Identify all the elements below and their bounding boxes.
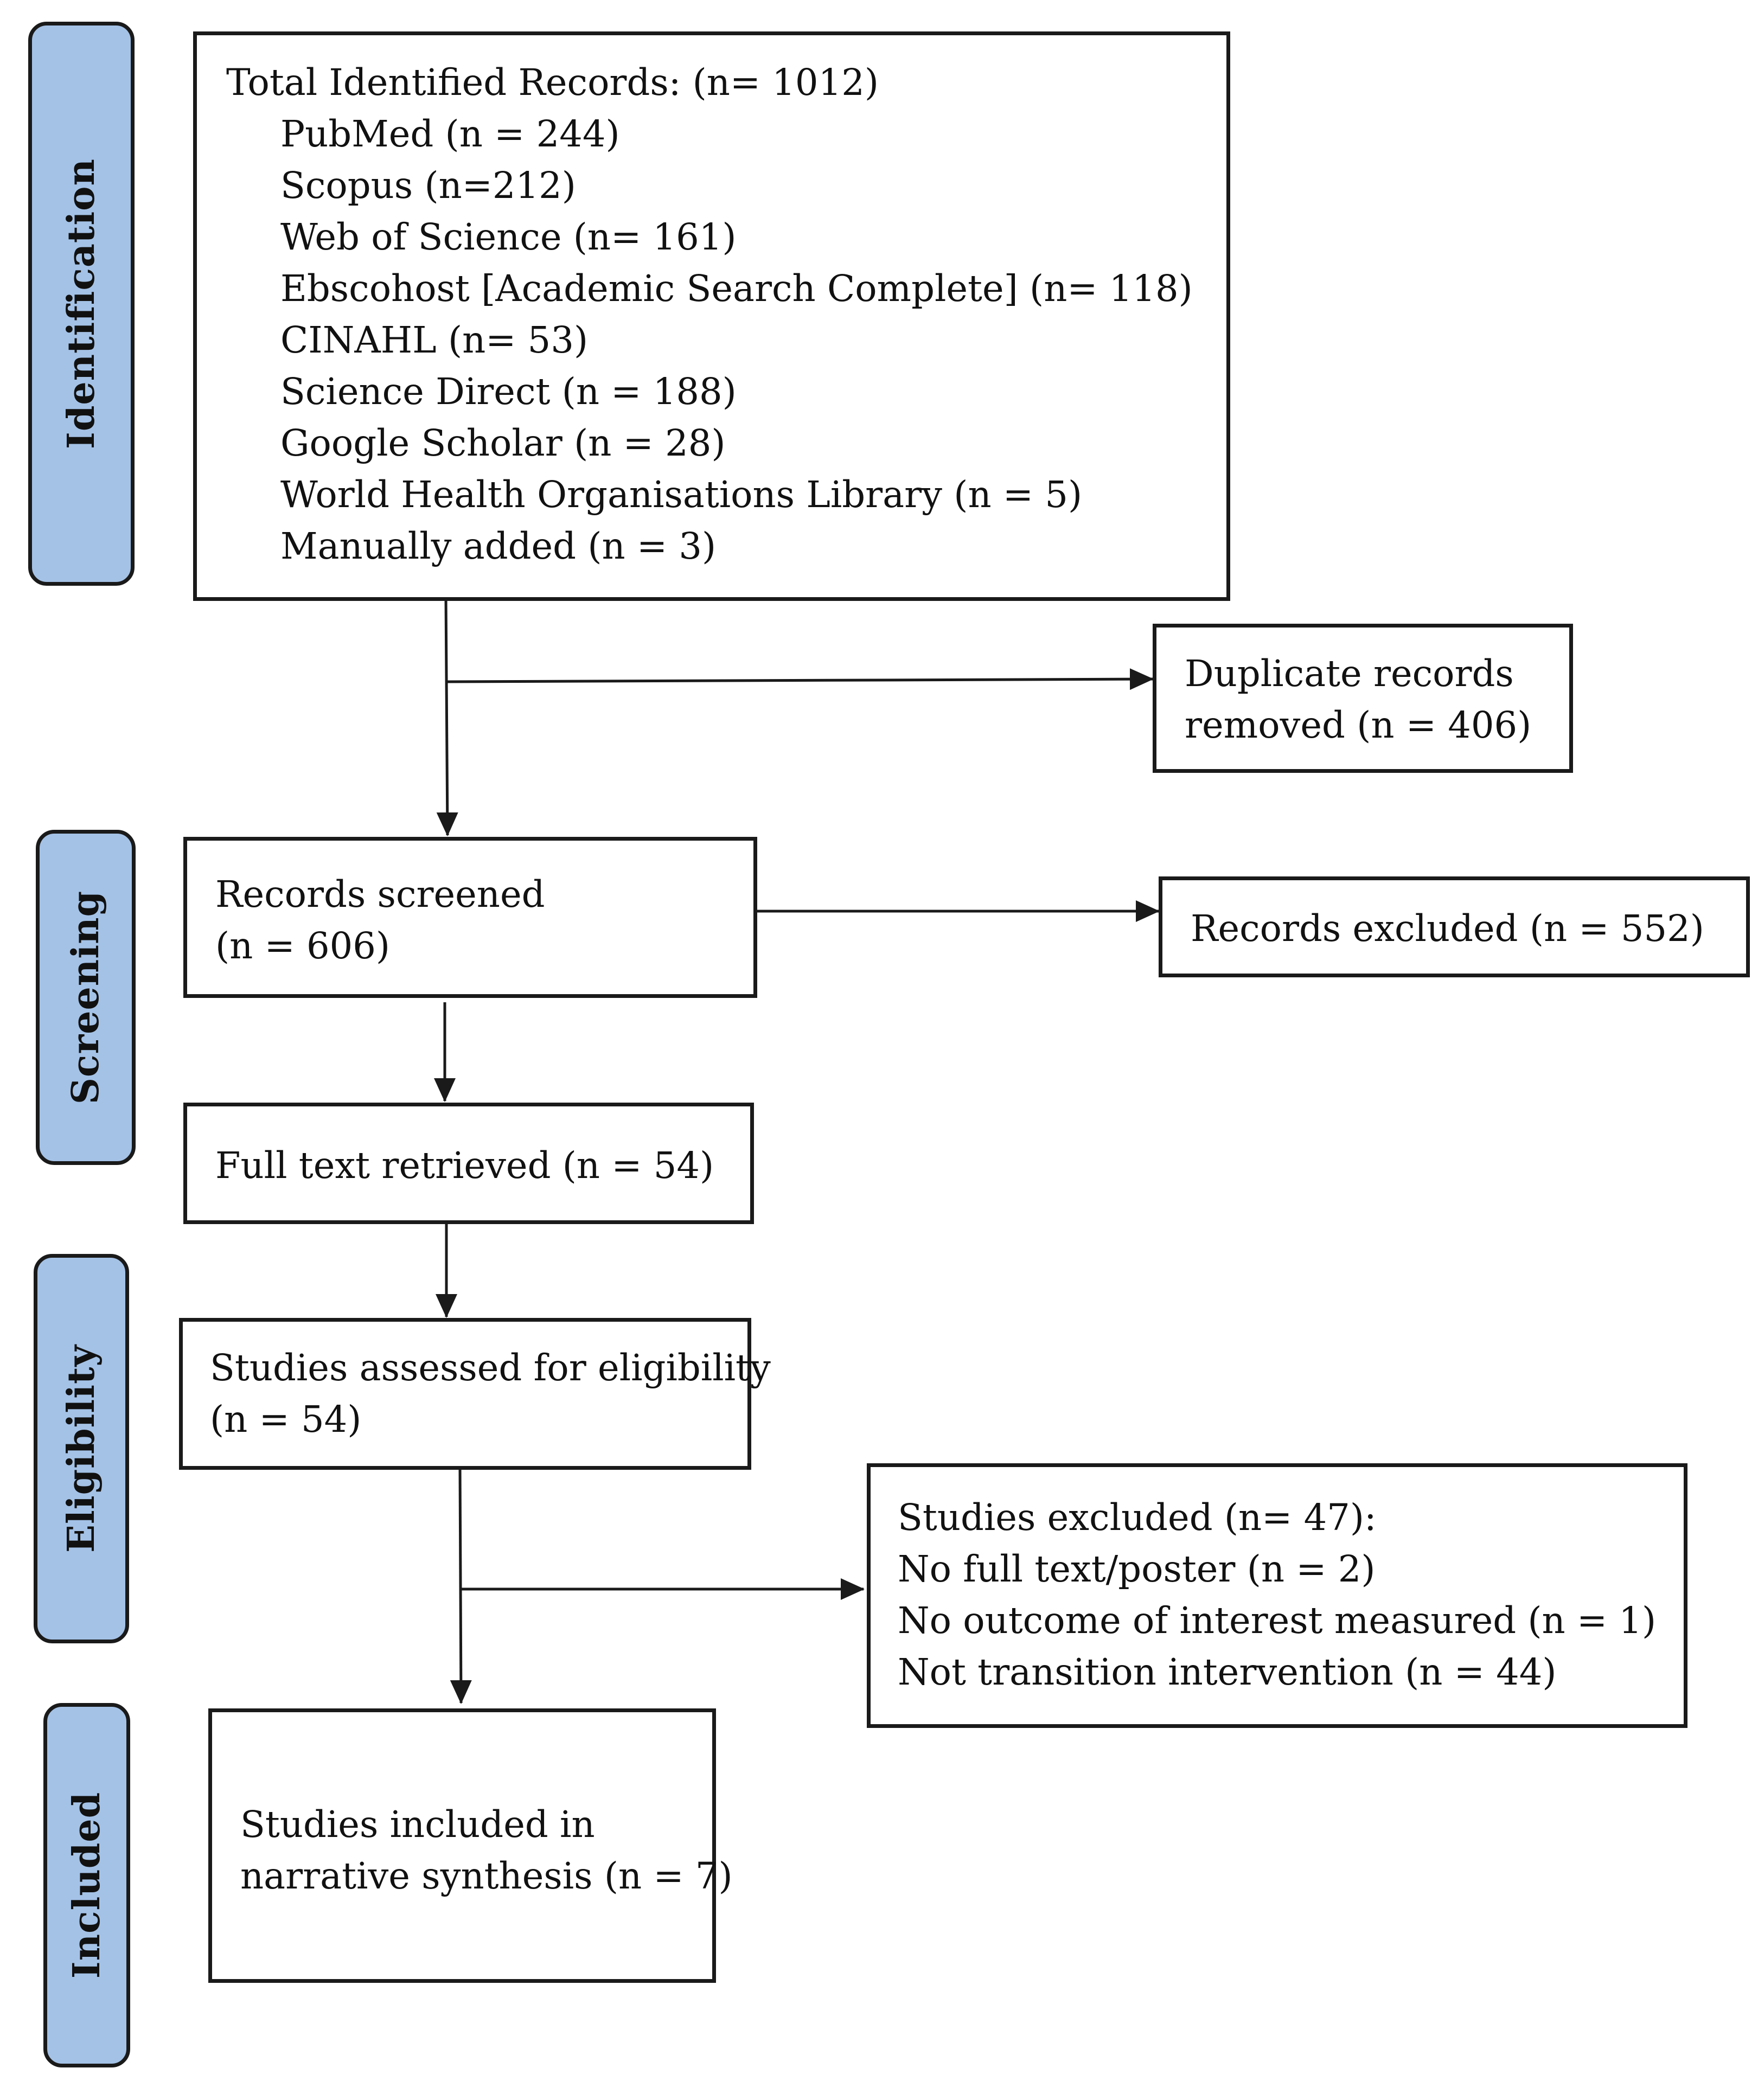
studies-excluded-title: Studies excluded (n= 47): (898, 1496, 1377, 1539)
source-item: Ebscohost [Academic Search Complete] (n=… (280, 267, 1193, 310)
arrow-identification-to-screened (436, 596, 458, 836)
exclusion-reason: Not transition intervention (n = 44) (898, 1651, 1557, 1693)
duplicates-removed-box: Duplicate records removed (n = 406) (1153, 624, 1573, 773)
stage-label-identification: Identification (60, 158, 103, 449)
stage-included: Included (43, 1703, 130, 2067)
fulltext-retrieved-box: Full text retrieved (n = 54) (183, 1103, 754, 1224)
arrow-to-duplicates (445, 668, 1154, 690)
included-box: Studies included in narrative synthesis … (208, 1708, 733, 1983)
exclusion-reason: No full text/poster (n = 2) (898, 1548, 1376, 1590)
records-screened-label: Records screened (215, 873, 545, 915)
source-item: PubMed (n = 244) (280, 113, 620, 155)
records-screened-box: Records screened (n = 606) (183, 837, 757, 998)
included-label: Studies included in (240, 1803, 595, 1846)
eligibility-box: Studies assessed for eligibility (n = 54… (179, 1318, 771, 1470)
fulltext-label: Full text retrieved (n = 54) (215, 1144, 714, 1187)
stage-eligibility: Eligibility (34, 1254, 129, 1643)
eligibility-label: Studies assessed for eligibility (210, 1347, 771, 1389)
eligibility-count: (n = 54) (210, 1398, 362, 1440)
duplicates-line: Duplicate records (1185, 652, 1514, 695)
records-excluded-label: Records excluded (n = 552) (1191, 907, 1704, 950)
total-records-label: Total Identified Records: (n= 1012) (226, 61, 879, 104)
source-item: Scopus (n=212) (280, 164, 576, 207)
records-screened-count: (n = 606) (215, 925, 391, 967)
duplicates-count: removed (n = 406) (1185, 704, 1532, 746)
exclusion-reason: No outcome of interest measured (n = 1) (898, 1599, 1657, 1642)
source-item: Science Direct (n = 188) (280, 370, 737, 413)
stage-label-included: Included (65, 1791, 108, 1979)
source-item: Web of Science (n= 161) (280, 216, 737, 258)
source-item: Manually added (n = 3) (280, 525, 717, 567)
included-count: narrative synthesis (n = 7) (240, 1855, 733, 1897)
stage-screening: Screening (36, 830, 136, 1165)
identification-box: Total Identified Records: (n= 1012) PubM… (193, 31, 1230, 601)
source-item: Google Scholar (n = 28) (280, 422, 726, 464)
arrow-eligibility-to-included (450, 1467, 472, 1704)
stage-label-screening: Screening (64, 890, 107, 1105)
stage-label-eligibility: Eligibility (60, 1344, 103, 1553)
studies-excluded-box: Studies excluded (n= 47): No full text/p… (867, 1463, 1687, 1728)
records-excluded-box: Records excluded (n = 552) (1159, 876, 1750, 977)
source-item: World Health Organisations Library (n = … (280, 473, 1083, 516)
stage-identification: Identification (28, 22, 135, 586)
source-item: CINAHL (n= 53) (280, 319, 589, 361)
